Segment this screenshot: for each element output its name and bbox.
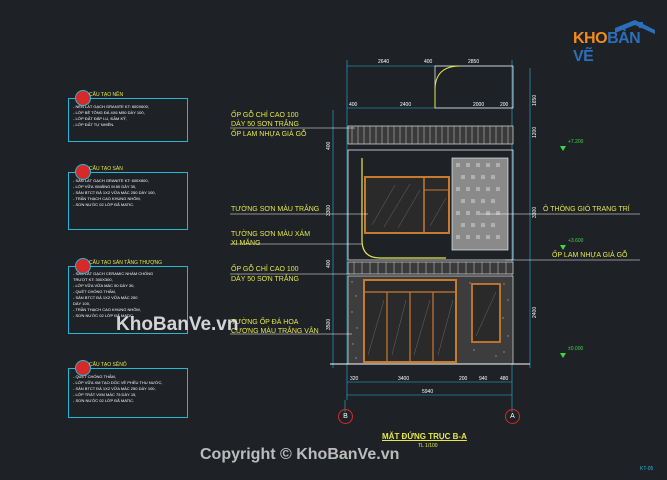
note-line: - SÀN BTCT ĐÁ 1X2 VỮA MÁC 250 DÀY 100, bbox=[73, 386, 156, 391]
dimension-text: 3400 bbox=[398, 376, 410, 382]
note-line: - SÀN BTCT ĐÁ 1X2 VỮA MÁC 250 bbox=[73, 295, 138, 300]
note-line: - LỚP VỮA XIMĂNG M.50 DÀY 30, bbox=[73, 184, 137, 189]
scale-note: TL 1/100 bbox=[418, 443, 438, 449]
dimension-text: 400 bbox=[326, 141, 332, 150]
callout-label: ỐP LAM NHỰA GIẢ GỖ bbox=[231, 131, 307, 138]
note-title: CẤU TẠO SÀN TẦNG THƯỢNG bbox=[89, 260, 163, 266]
note-line: - LỚP TRÁT VXM MÁC 75 DÀY 15, bbox=[73, 392, 137, 397]
note-line: - SƠN NƯỚC 02 LỚP ĐÃ MATIC. bbox=[73, 313, 135, 318]
note-line: - LỚP ĐẤT TỰ NHIÊN. bbox=[73, 122, 115, 127]
roof-louver bbox=[347, 125, 514, 145]
note-line: - SÀN BTCT ĐÁ 1X2 VỮA MÁC 250 DÀY 100, bbox=[73, 190, 156, 195]
dimension-text: 5940 bbox=[422, 389, 434, 395]
note-line: - TRẦN THẠCH CAO KHUNG NHÔM, bbox=[73, 307, 141, 312]
note-line: DÀY 100, bbox=[73, 301, 91, 306]
house-logo-icon bbox=[615, 20, 655, 34]
note-marker-icon bbox=[75, 258, 91, 274]
note-line: - QUÉT CHỐNG THẤM, bbox=[73, 374, 116, 379]
page-number: KT-05 bbox=[640, 466, 654, 472]
dimension-text: 320 bbox=[350, 376, 359, 382]
note-line: - QUÉT CHỐNG THẤM, bbox=[73, 289, 116, 294]
callout-label: ỐP LAM NHỰA GIẢ GỖ bbox=[552, 252, 628, 259]
callout-label: DÀY 50 SƠN TRẮNG bbox=[231, 121, 299, 128]
note-floor: CẤU TẠO NỀN - NỀN LÁT GẠCH GRANITE KT: 6… bbox=[68, 90, 188, 142]
note-roof-slab: CẤU TẠO SÀN TẦNG THƯỢNG - SÀN LÁT GẠCH C… bbox=[68, 258, 188, 334]
note-line: - LỚP VỮA XM TẠO DỐC VỀ PHỄU THU NƯỚC, bbox=[73, 380, 163, 385]
note-title: CẤU TẠO SÀN bbox=[89, 166, 123, 172]
note-marker-icon bbox=[75, 360, 91, 376]
note-line: - SÀN LÁT GẠCH GRANITE KT: 600X600, bbox=[73, 178, 149, 183]
axis-bubble-a: A bbox=[505, 409, 520, 424]
dimension-text: 2400 bbox=[400, 102, 412, 108]
dimension-text: 400 bbox=[326, 259, 332, 268]
note-line: - SƠN NƯỚC 02 LỚP ĐÃ MATIC. bbox=[73, 202, 135, 207]
dimension-text: 2000 bbox=[473, 102, 485, 108]
dimension-text: 200 bbox=[500, 102, 509, 108]
callout-label: TƯỜNG SƠN MÀU TRẮNG bbox=[231, 206, 320, 213]
dimension-text: 400 bbox=[349, 102, 358, 108]
upper-window bbox=[364, 176, 450, 234]
dimension-text: 480 bbox=[500, 376, 509, 382]
drawing-title: MẶT ĐỨNG TRỤC B-A bbox=[382, 432, 467, 441]
dimension-text: 940 bbox=[479, 376, 488, 382]
callout-label: DÀY 50 SƠN TRẮNG bbox=[231, 276, 299, 283]
callout-label: XI MĂNG bbox=[231, 240, 261, 247]
level-mark: ±0.000 bbox=[568, 346, 584, 352]
note-title: CẤU TẠO NỀN bbox=[89, 92, 124, 98]
level-mark: +7.200 bbox=[568, 139, 584, 145]
floor-louver bbox=[347, 261, 514, 275]
side-window bbox=[471, 283, 501, 343]
kho-ban-ve-logo: KHOBẢN VẼ bbox=[567, 18, 659, 65]
note-line: - SƠN NƯỚC 02 LỚP ĐÃ MATIC. bbox=[73, 398, 135, 403]
dimension-text: 3300 bbox=[326, 204, 332, 216]
note-line: - LỚP ĐẤT ĐẮP LU, ĐẦM KỸ, bbox=[73, 116, 127, 121]
note-title: CẤU TẠO SÊNÔ bbox=[89, 362, 127, 368]
dimension-text: 200 bbox=[459, 376, 468, 382]
dimension-text: 400 bbox=[424, 59, 433, 65]
copyright-watermark: Copyright © KhoBanVe.vn bbox=[200, 446, 400, 463]
note-marker-icon bbox=[75, 164, 91, 180]
callout-label: TƯỜNG SƠN MÀU XÁM bbox=[231, 231, 311, 238]
note-line: TRƯỢT KT: 300X300, bbox=[73, 277, 113, 282]
axis-bubble-b: B bbox=[338, 409, 353, 424]
ventilation-block bbox=[451, 157, 509, 251]
dimension-text: 1200 bbox=[532, 126, 538, 138]
callout-label: TƯỜNG ỐP ĐÁ HOA bbox=[231, 319, 299, 326]
callout-label: ỐP GỖ CHỈ CAO 100 bbox=[231, 112, 299, 119]
callout-label: Ô THÔNG GIÓ TRANG TRÍ bbox=[543, 206, 630, 213]
note-line: - TRẦN THẠCH CAO KHUNG NHÔM, bbox=[73, 196, 141, 201]
note-line: - NỀN LÁT GẠCH GRANITE KT: 600X600, bbox=[73, 104, 149, 109]
dimension-text: 3500 bbox=[326, 318, 332, 330]
dimension-text: 3300 bbox=[532, 206, 538, 218]
center-watermark: KhoBanVe.vn bbox=[116, 314, 239, 335]
level-mark: +3.600 bbox=[568, 238, 584, 244]
note-slab: CẤU TẠO SÀN - SÀN LÁT GẠCH GRANITE KT: 6… bbox=[68, 164, 188, 230]
note-line: - LỚP BÊ TÔNG ĐÁ 4X6 M50 DÀY 100, bbox=[73, 110, 145, 115]
dimension-text: 2640 bbox=[378, 59, 390, 65]
note-line: - LỚP VỮA VỮA MÁC 50 DÀY 30, bbox=[73, 283, 135, 288]
note-line: - SÀN LÁT GẠCH CERAMIC NHÁM CHỐNG bbox=[73, 271, 154, 276]
logo-text: KHOBẢN VẼ bbox=[573, 30, 641, 65]
note-marker-icon bbox=[75, 90, 91, 106]
callout-label: CƯƠNG MÀU TRẮNG VÂN bbox=[231, 328, 319, 335]
dimension-lines bbox=[332, 60, 531, 412]
dimension-text: 1650 bbox=[532, 94, 538, 106]
dimension-text: 2400 bbox=[532, 306, 538, 318]
note-gutter: CẤU TẠO SÊNÔ - QUÉT CHỐNG THẤM, - LỚP VỮ… bbox=[68, 360, 188, 418]
callout-label: ỐP GỖ CHỈ CAO 100 bbox=[231, 266, 299, 273]
dimension-text: 2850 bbox=[468, 59, 480, 65]
